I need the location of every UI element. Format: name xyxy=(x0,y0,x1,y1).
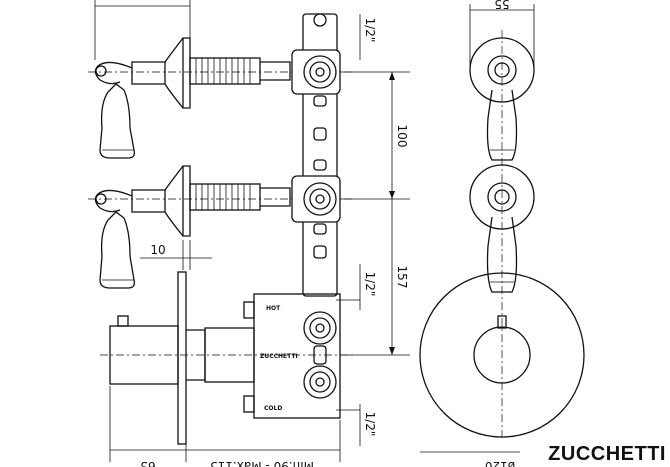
dim-10: 10 xyxy=(150,243,165,257)
dimension-lines xyxy=(94,0,410,462)
dim-thread-top: 1/2" xyxy=(363,18,377,43)
maker-stamp: ZUCCHETTI xyxy=(260,353,298,360)
dim-55: 55 xyxy=(494,0,509,11)
dim-157: 157 xyxy=(395,266,409,289)
dim-thread-bottom: 1/2" xyxy=(363,412,377,437)
dim-thread-mid: 1/2" xyxy=(363,272,377,297)
dim-diameter-120: ø120 xyxy=(485,459,515,467)
valve-body xyxy=(291,13,341,297)
dim-install-range: Min.90 - Max.115 xyxy=(210,459,314,467)
dim-63: 63 xyxy=(140,459,155,467)
hot-label: HOT xyxy=(266,305,281,312)
lower-handle-assembly xyxy=(94,165,291,289)
dim-100: 100 xyxy=(395,125,409,148)
cold-label: COLD xyxy=(264,405,282,412)
brand-logo: ZUCCHETTI xyxy=(548,443,666,465)
upper-handle-assembly xyxy=(94,37,291,159)
thermostat-knob-side xyxy=(109,271,255,445)
